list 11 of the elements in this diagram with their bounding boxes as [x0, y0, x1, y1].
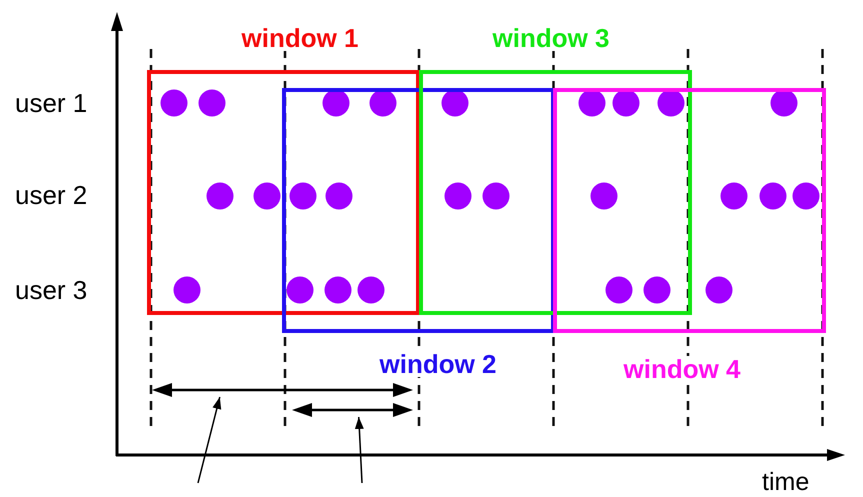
- double-arrow: [152, 383, 413, 397]
- leader-line: [197, 396, 222, 484]
- window-label: window 1: [242, 25, 358, 51]
- window-label: window 2: [380, 351, 496, 377]
- axis-label: time: [762, 470, 810, 495]
- window-label: window 3: [492, 25, 610, 51]
- double-arrow: [292, 403, 413, 417]
- leader-line: [354, 416, 364, 484]
- row-label: user 3: [15, 277, 88, 303]
- row-label: user 2: [15, 182, 88, 208]
- row-label: user 1: [15, 90, 88, 116]
